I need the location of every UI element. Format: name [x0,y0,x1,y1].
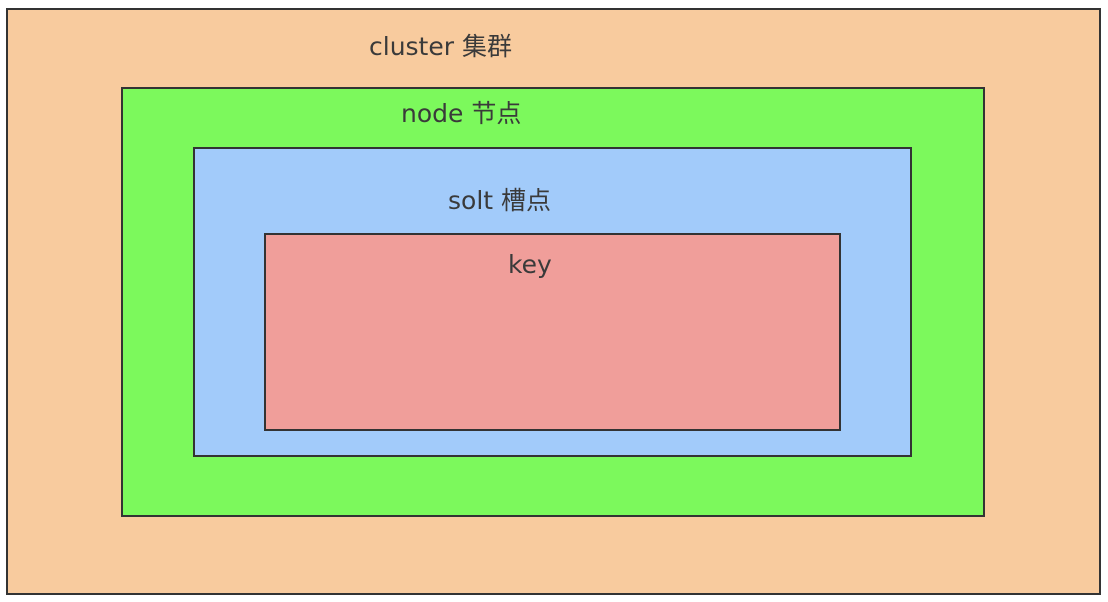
cluster-label: cluster 集群 [369,32,512,61]
key-label: key [508,250,552,279]
key-box [264,233,841,431]
slot-label: solt 槽点 [448,186,552,215]
node-label: node 节点 [401,99,522,128]
